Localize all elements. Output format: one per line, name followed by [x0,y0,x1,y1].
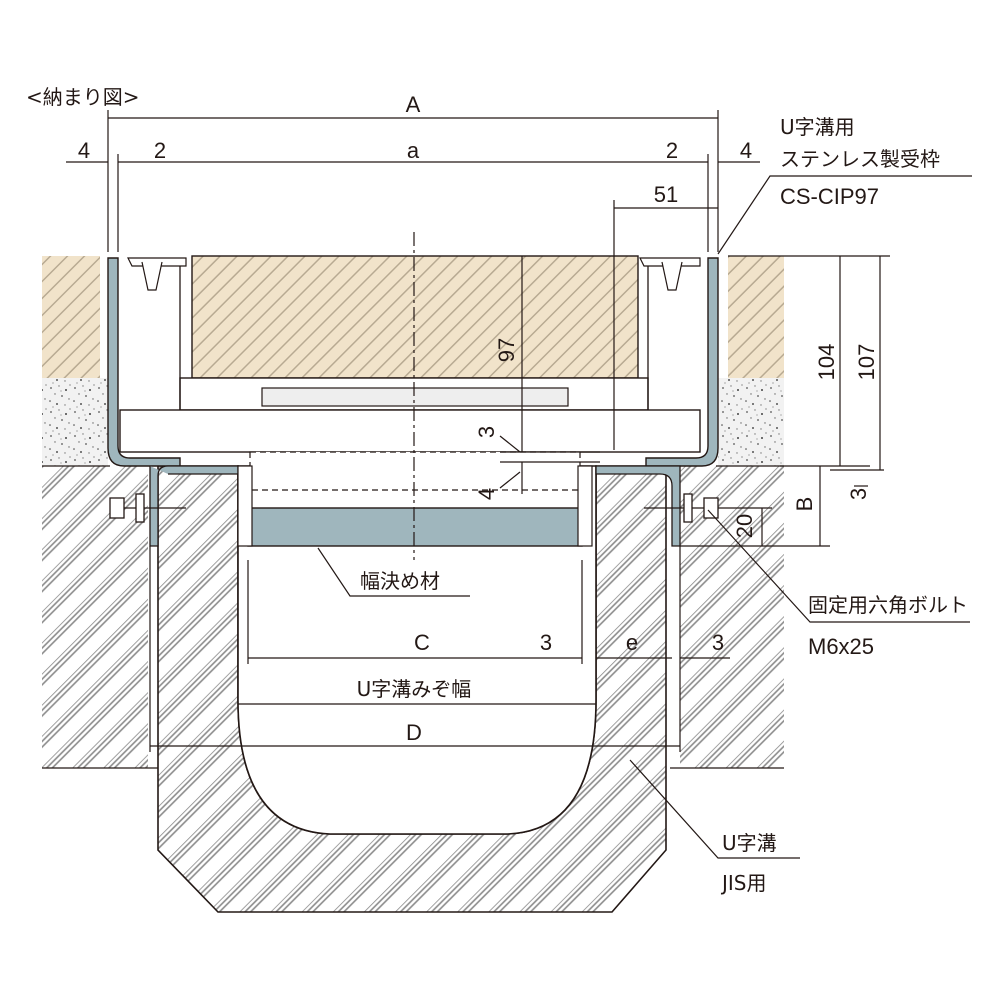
leader-lines [317,175,972,859]
frame-label-line2: ステンレス製受枠 [780,147,940,171]
dim-97: 97 [494,338,519,362]
dim-4-left: 4 [78,138,90,163]
frame-label-line1: U字溝用 [780,115,855,139]
pavement-right [728,256,784,378]
dim-B: B [792,497,817,512]
dim-2-right: 2 [666,138,678,163]
ditch-label-line2: JIS用 [720,871,767,895]
trench-width-label: U字溝みぞ幅 [357,677,472,701]
dim-4-right: 4 [740,138,752,163]
pavement-left [42,256,100,378]
dim-4-gap: 4 [474,488,499,500]
dim-D: D [406,720,422,745]
u-ditch [157,465,667,913]
bolt-right [644,493,722,523]
bolt-label: 固定用六角ボルト [808,593,968,617]
spacer-bar [247,507,583,547]
concrete-right [680,466,784,768]
dim-20: 20 [732,514,757,538]
bolt-left [109,493,186,523]
frame-model: CS-CIP97 [780,184,879,209]
dim-104: 104 [814,344,839,381]
spacer-label: 幅決め材 [360,569,440,593]
dim-2-left: 2 [154,138,166,163]
base-layer-right [718,378,784,466]
diagram-caption: <納まり図> [26,85,140,109]
dim-A: A [406,92,421,117]
dim-3-c: 3 [540,630,552,655]
dim-e: e [626,630,638,655]
dim-3-gap: 3 [474,426,499,438]
dimension-lines [66,110,890,752]
stainless-frame [107,257,719,547]
bolt-size: M6x25 [808,634,874,659]
dim-3-right: 3 [846,488,871,500]
ground-section [42,256,784,769]
base-layer-left [42,378,108,466]
dim-3-e: 3 [712,630,724,655]
dim-a: a [407,138,420,163]
dim-51: 51 [654,182,678,207]
ditch-label-line1: U字溝 [722,831,777,855]
grating [119,255,701,491]
dim-107: 107 [854,344,879,381]
dim-C: C [414,630,430,655]
concrete-left [42,466,148,768]
